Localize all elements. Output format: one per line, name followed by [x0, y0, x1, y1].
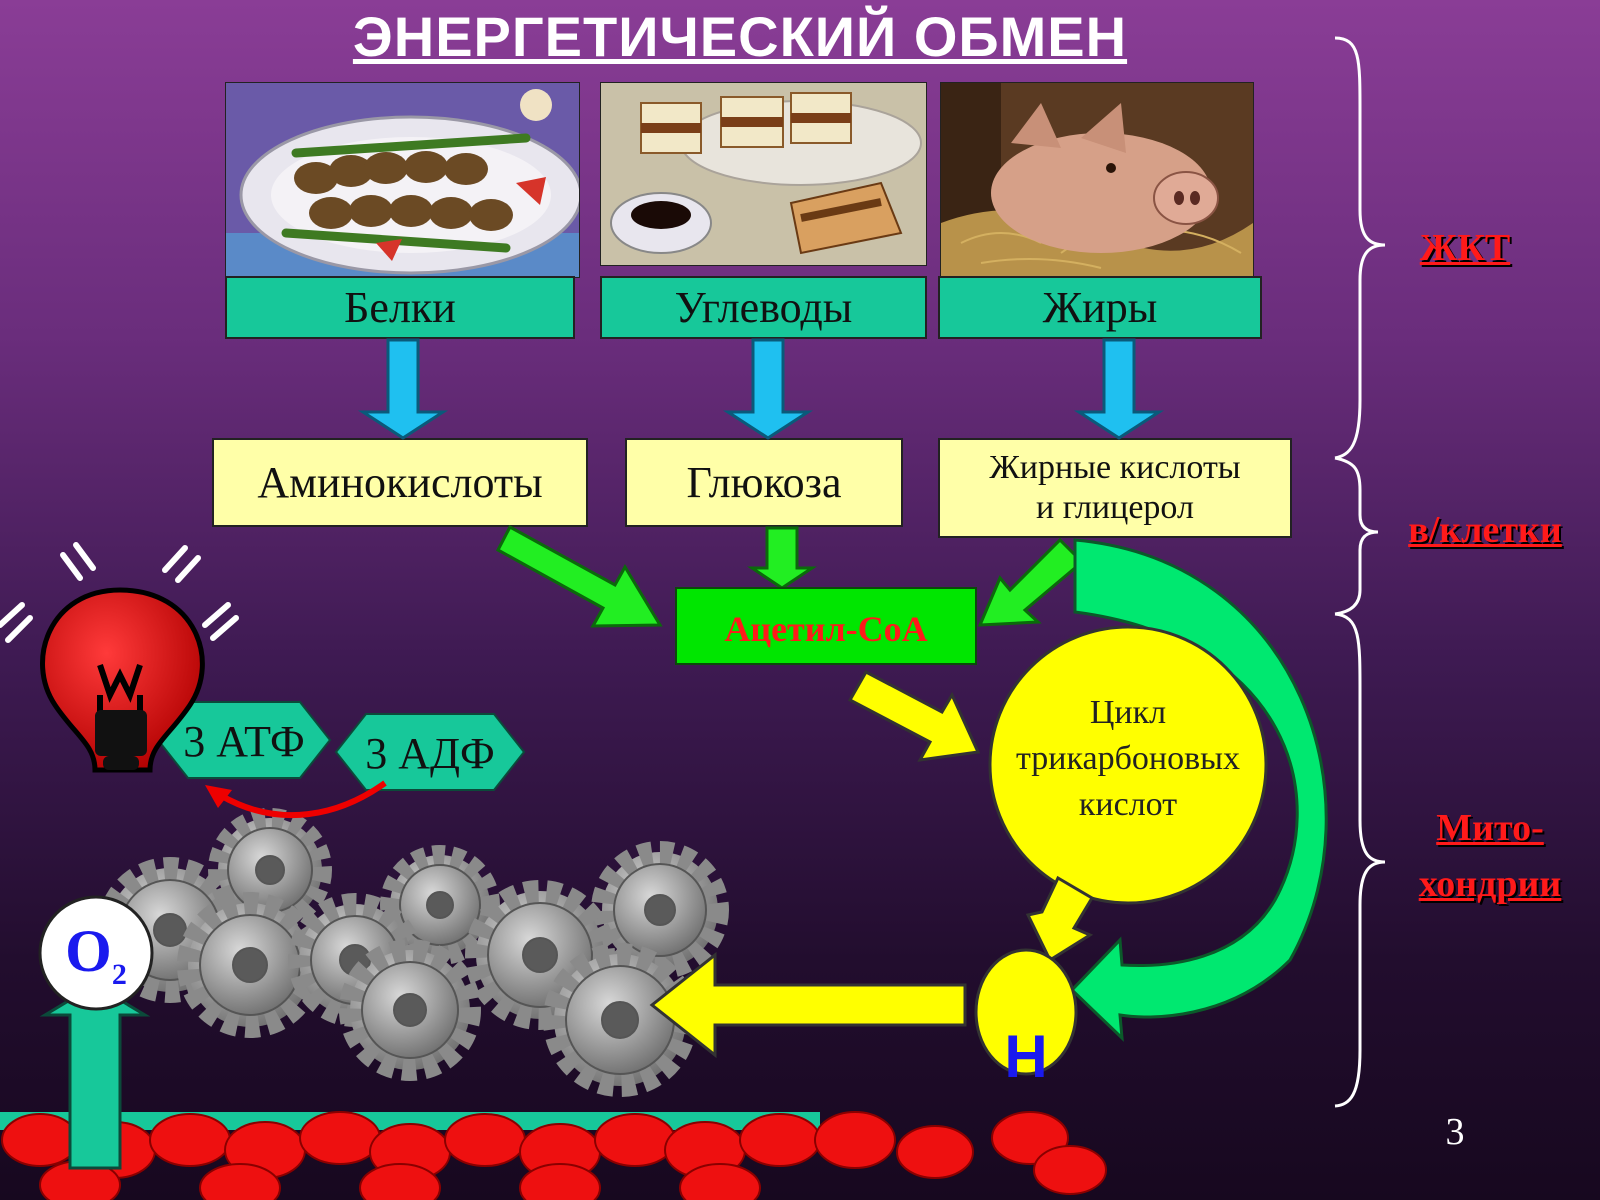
adp-label: 3 АДФ: [365, 729, 495, 778]
arrow-adp-to-atp-head: [205, 785, 232, 808]
product-glucose: Глюкоза: [625, 438, 903, 527]
nutrient-carbs: Углеводы: [600, 276, 927, 339]
fatty-acids-line2: и глицерол: [1036, 489, 1194, 526]
blue-arrows: [357, 338, 1165, 440]
tca-line1: Цикл: [1089, 694, 1167, 731]
tca-line3: кислот: [1078, 786, 1178, 823]
arrow-fatty-to-acetyl: [977, 537, 1085, 627]
brace-mito: [1334, 612, 1386, 1108]
arrow-tca-to-h: [1025, 875, 1095, 963]
stage-label-gi: ЖКТ: [1419, 227, 1511, 269]
product-amino-acids: Аминокислоты: [212, 438, 588, 527]
nutrient-fats: Жиры: [938, 276, 1262, 339]
nutrient-proteins: Белки: [225, 276, 575, 339]
tca-cycle-circle: [988, 625, 1268, 905]
gear-cluster: [97, 808, 729, 1097]
arrow-h-to-gears: [649, 951, 967, 1059]
tca-line2: трикарбоновых: [1016, 740, 1240, 777]
tca-cycle-label: Цикл трикарбоновых кислот: [990, 690, 1266, 828]
oxygen-main: O: [65, 918, 112, 984]
fatty-acids-line1: Жирные кислоты: [989, 449, 1241, 486]
stage-braces: [1334, 36, 1386, 1108]
photo-pastries: [600, 82, 927, 266]
photo-kebab: [225, 82, 580, 278]
acetyl-coa-label: Ацетил-СоА: [724, 609, 928, 649]
stage-label-mito: Мито- хондрии: [1400, 800, 1580, 912]
brace-cell: [1334, 456, 1379, 616]
hydrogen-circle: [974, 948, 1078, 1076]
mito-line2: хондрии: [1418, 863, 1562, 905]
oxygen-label: O2: [40, 916, 152, 1010]
arrow-adp-to-atp: [218, 780, 387, 819]
oxygen-circle: [38, 895, 154, 1011]
red-blood-cells: [1, 1111, 1107, 1200]
slide-title: ЭНЕРГЕТИЧЕСКИЙ ОБМЕН: [352, 5, 1128, 68]
oxygen-sub: 2: [111, 958, 127, 991]
adp-hexagon: [334, 713, 526, 791]
arrow-carbs-to-glucose: [722, 338, 814, 440]
arrow-glucose-to-acetyl: [747, 526, 817, 590]
green-arrows: [495, 524, 1085, 628]
arrow-acetyl-to-tca: [847, 669, 981, 762]
arrow-amino-to-acetyl: [495, 524, 663, 628]
atp-label: 3 АТФ: [183, 717, 305, 766]
page-number: 3: [1445, 1111, 1465, 1153]
brace-gi: [1334, 36, 1386, 460]
stage-label-cell: в/клетки: [1408, 509, 1562, 551]
mito-line1: Мито-: [1436, 807, 1544, 849]
arrow-proteins-to-amino: [357, 338, 449, 440]
hydrogen-label: Н: [1004, 1023, 1048, 1090]
photo-pig: [940, 82, 1254, 278]
lightbulb-icon: [0, 542, 239, 773]
acetyl-coa-box: [675, 587, 977, 665]
arrow-fats-to-fatty: [1073, 338, 1165, 440]
curved-arrow-fatty-to-h: [1069, 538, 1328, 1042]
product-fatty-acids: Жирные кислоты и глицерол: [938, 438, 1292, 538]
